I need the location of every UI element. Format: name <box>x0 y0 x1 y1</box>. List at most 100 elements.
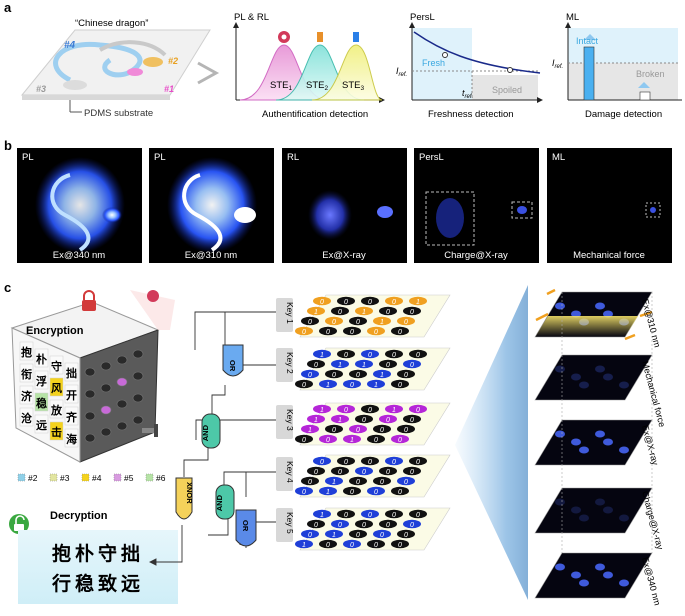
image-tag-3: RL <box>287 152 299 163</box>
key-cell <box>337 296 355 306</box>
image-caption-3: Ex@X-ray <box>322 250 366 261</box>
key-cell <box>409 456 427 466</box>
cube-dot <box>84 411 96 421</box>
legend-label: #6 <box>156 473 166 483</box>
key-bit: 1 <box>350 437 354 444</box>
key-bit: 0 <box>338 522 342 529</box>
cube-char: 放 <box>50 403 63 417</box>
key-label-5: Key 5 <box>285 512 295 534</box>
auth-caption: Authentification detection <box>262 109 368 120</box>
layer-plate <box>534 419 653 466</box>
key-bit: 0 <box>416 352 420 359</box>
layer-stack <box>534 288 653 599</box>
cube-char: 衔 <box>21 367 32 381</box>
uv-lamp-icon <box>317 32 323 42</box>
key-bit: 0 <box>380 532 384 539</box>
gate-and-2 <box>215 484 235 520</box>
image-caption-1: Ex@340 nm <box>53 250 106 261</box>
cube-char: 海 <box>66 432 77 446</box>
key-bit: 0 <box>410 417 414 424</box>
fresh-plot <box>409 22 543 103</box>
key-bit: 0 <box>416 512 420 519</box>
key-bit: 0 <box>368 512 372 519</box>
layer-glyph <box>579 579 589 587</box>
key-bit: 0 <box>356 372 360 379</box>
key-cell <box>373 369 391 379</box>
key-cell <box>307 519 325 529</box>
key-bit: 0 <box>410 522 414 529</box>
persl-image <box>414 148 539 263</box>
key-tab-5 <box>276 508 293 542</box>
key-bit: 1 <box>326 489 330 496</box>
key-bit: 0 <box>386 362 390 369</box>
legend-swatch <box>17 473 26 482</box>
key-bit: 0 <box>398 489 402 496</box>
key-bit: 1 <box>320 512 324 519</box>
key-bit: 0 <box>350 542 354 549</box>
substrate-label: PDMS substrate <box>84 108 153 119</box>
key-cell <box>295 539 313 549</box>
auth-plot <box>233 22 385 103</box>
image-tag-2: PL <box>154 152 166 163</box>
key-bit: 0 <box>362 522 366 529</box>
cube-char: 风 <box>51 381 62 395</box>
image-caption-4: Charge@X-ray <box>444 250 508 261</box>
key-cell <box>319 539 337 549</box>
cube-cell <box>49 355 64 375</box>
key-cell <box>325 476 343 486</box>
key-cell <box>385 509 403 519</box>
cube-cell <box>64 384 79 404</box>
lock-icon <box>82 290 96 311</box>
decryption-result-box <box>18 530 178 604</box>
gate-label-or-1: OR <box>228 360 237 372</box>
cube-char: 沧 <box>21 411 32 425</box>
key-cell <box>385 349 403 359</box>
key-bit: 1 <box>338 417 342 424</box>
intact-label: Intact <box>576 36 599 46</box>
key-cell <box>295 326 313 336</box>
cube-cell <box>49 377 64 397</box>
key-cell <box>397 424 415 434</box>
gate-or-2 <box>235 509 257 547</box>
key-label-3: Key 3 <box>285 409 295 431</box>
region-1-label: #1 <box>164 84 174 94</box>
panel-a-label: a <box>4 0 12 15</box>
encryption-label: Encryption <box>26 325 84 337</box>
gate-label-and-1: AND <box>201 424 210 441</box>
fresh-caption: Freshness detection <box>428 109 514 120</box>
xray-lamp-icon <box>353 32 359 42</box>
key-bit: 0 <box>302 489 306 496</box>
decrypted-line-1: 抱朴守拙 <box>52 542 144 565</box>
key-bit: 0 <box>326 542 330 549</box>
layer-glyph <box>555 365 565 373</box>
pl-310-image <box>149 148 274 263</box>
legend-swatch <box>81 473 90 482</box>
key-bit: 0 <box>380 427 384 434</box>
key-bit: 0 <box>302 437 306 444</box>
key-bit: 0 <box>404 319 408 326</box>
key-bit: 1 <box>374 382 378 389</box>
key-cell <box>361 456 379 466</box>
key-cell <box>307 414 325 424</box>
key-cell <box>319 326 337 336</box>
key-bit: 1 <box>392 407 396 414</box>
key-cell <box>355 359 373 369</box>
key-cell <box>409 404 427 414</box>
key-cell <box>391 486 409 496</box>
key-cell <box>331 466 349 476</box>
key-bit: 0 <box>404 372 408 379</box>
key-bit: 0 <box>332 319 336 326</box>
peak-1-label: STE1 <box>270 80 292 92</box>
layer-glyph <box>571 438 581 446</box>
key-bit: 0 <box>356 532 360 539</box>
layer-label-1: Ex@310 nm <box>640 298 663 349</box>
key-bit: 1 <box>380 372 384 379</box>
key-cell <box>391 379 409 389</box>
key-cell <box>343 486 361 496</box>
key-cell <box>361 296 379 306</box>
key-cell <box>337 456 355 466</box>
key-cell <box>397 369 415 379</box>
key-bit: 0 <box>308 532 312 539</box>
layer-glyph <box>619 381 629 389</box>
